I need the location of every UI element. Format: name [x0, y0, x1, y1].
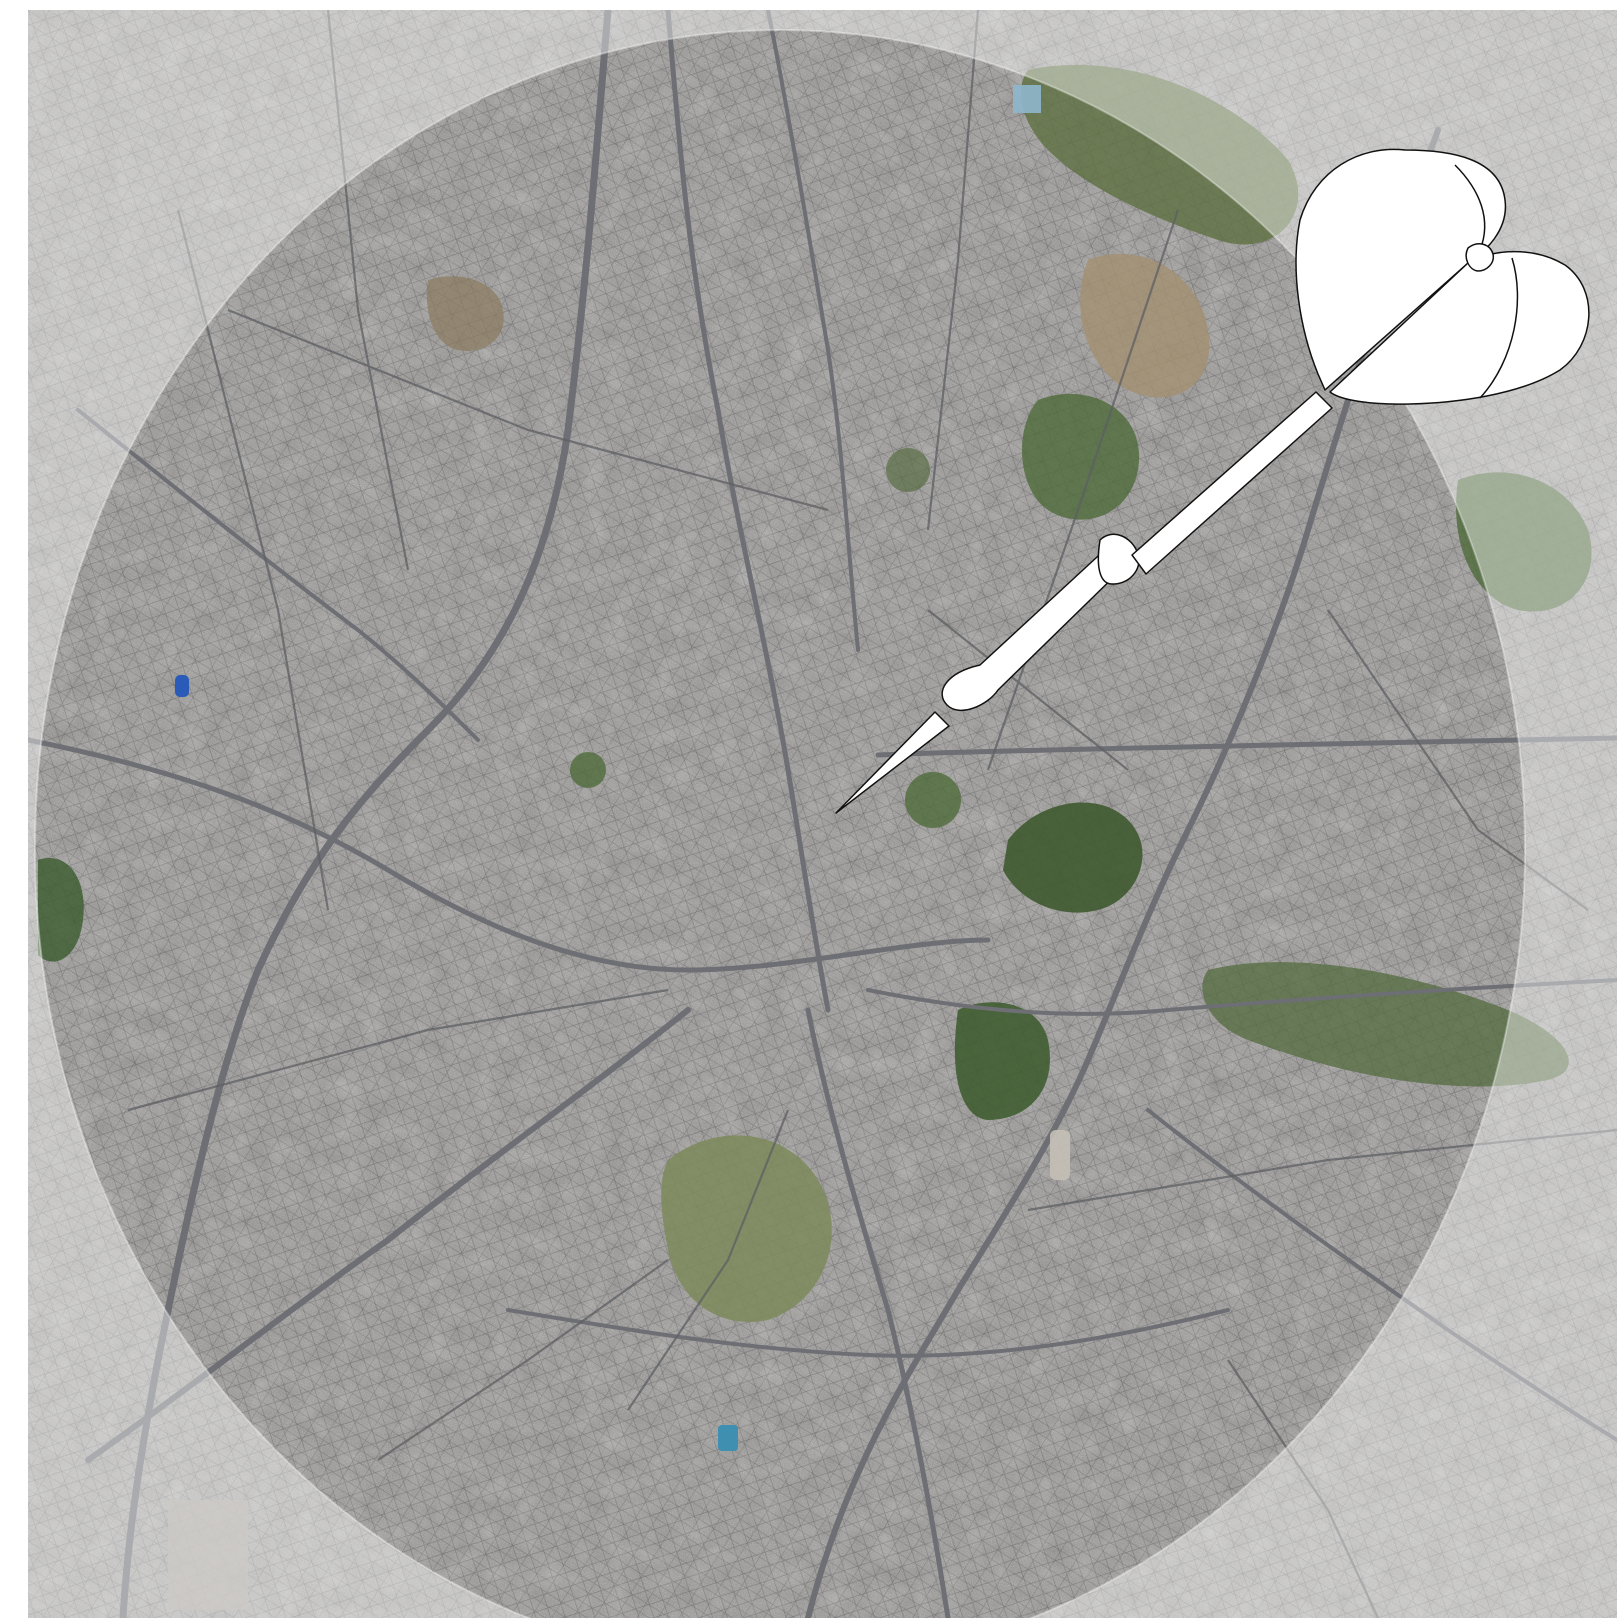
park-small-3 — [886, 448, 930, 492]
rail-yard-southwest — [168, 1500, 248, 1610]
road-piraeus — [85, 1007, 691, 1463]
road-alexandras — [875, 735, 1617, 758]
green-areas — [38, 64, 1592, 1322]
road-east-west — [28, 737, 991, 973]
park-west — [426, 276, 504, 351]
park-southwest — [38, 858, 84, 962]
lycabettus-hill — [1003, 802, 1143, 913]
stadium-south — [718, 1425, 738, 1451]
national-garden — [954, 1002, 1050, 1120]
aerial-map[interactable] — [28, 10, 1617, 1618]
road-vas-sofias — [866, 978, 1617, 1016]
road-northwest — [76, 408, 480, 742]
landmarks — [168, 85, 1070, 1610]
road-ring-south — [506, 1308, 1230, 1358]
hill-northeast — [1020, 64, 1299, 245]
aerial-map-canvas — [28, 10, 1617, 1618]
park-small-2 — [570, 752, 606, 788]
acropolis-philopappos — [661, 1135, 832, 1322]
terrain-northeast — [1080, 253, 1210, 398]
outer-veil — [28, 10, 1617, 1618]
kallimarmaro-stadium — [1050, 1130, 1070, 1180]
sports-complex-north — [1013, 85, 1041, 113]
road-southeast — [1146, 1108, 1617, 1442]
focus-circle-edge — [34, 29, 1526, 1618]
major-roads — [28, 10, 1617, 1618]
hymettus-slope — [1202, 962, 1569, 1087]
road-north-center — [766, 10, 860, 652]
road-patission — [665, 10, 831, 1013]
road-north-south-west — [119, 10, 612, 1618]
park-east — [1456, 472, 1592, 612]
stadium-west — [175, 675, 189, 697]
road-syngrou — [805, 1007, 951, 1618]
hill-tourkovounia — [1021, 393, 1140, 520]
